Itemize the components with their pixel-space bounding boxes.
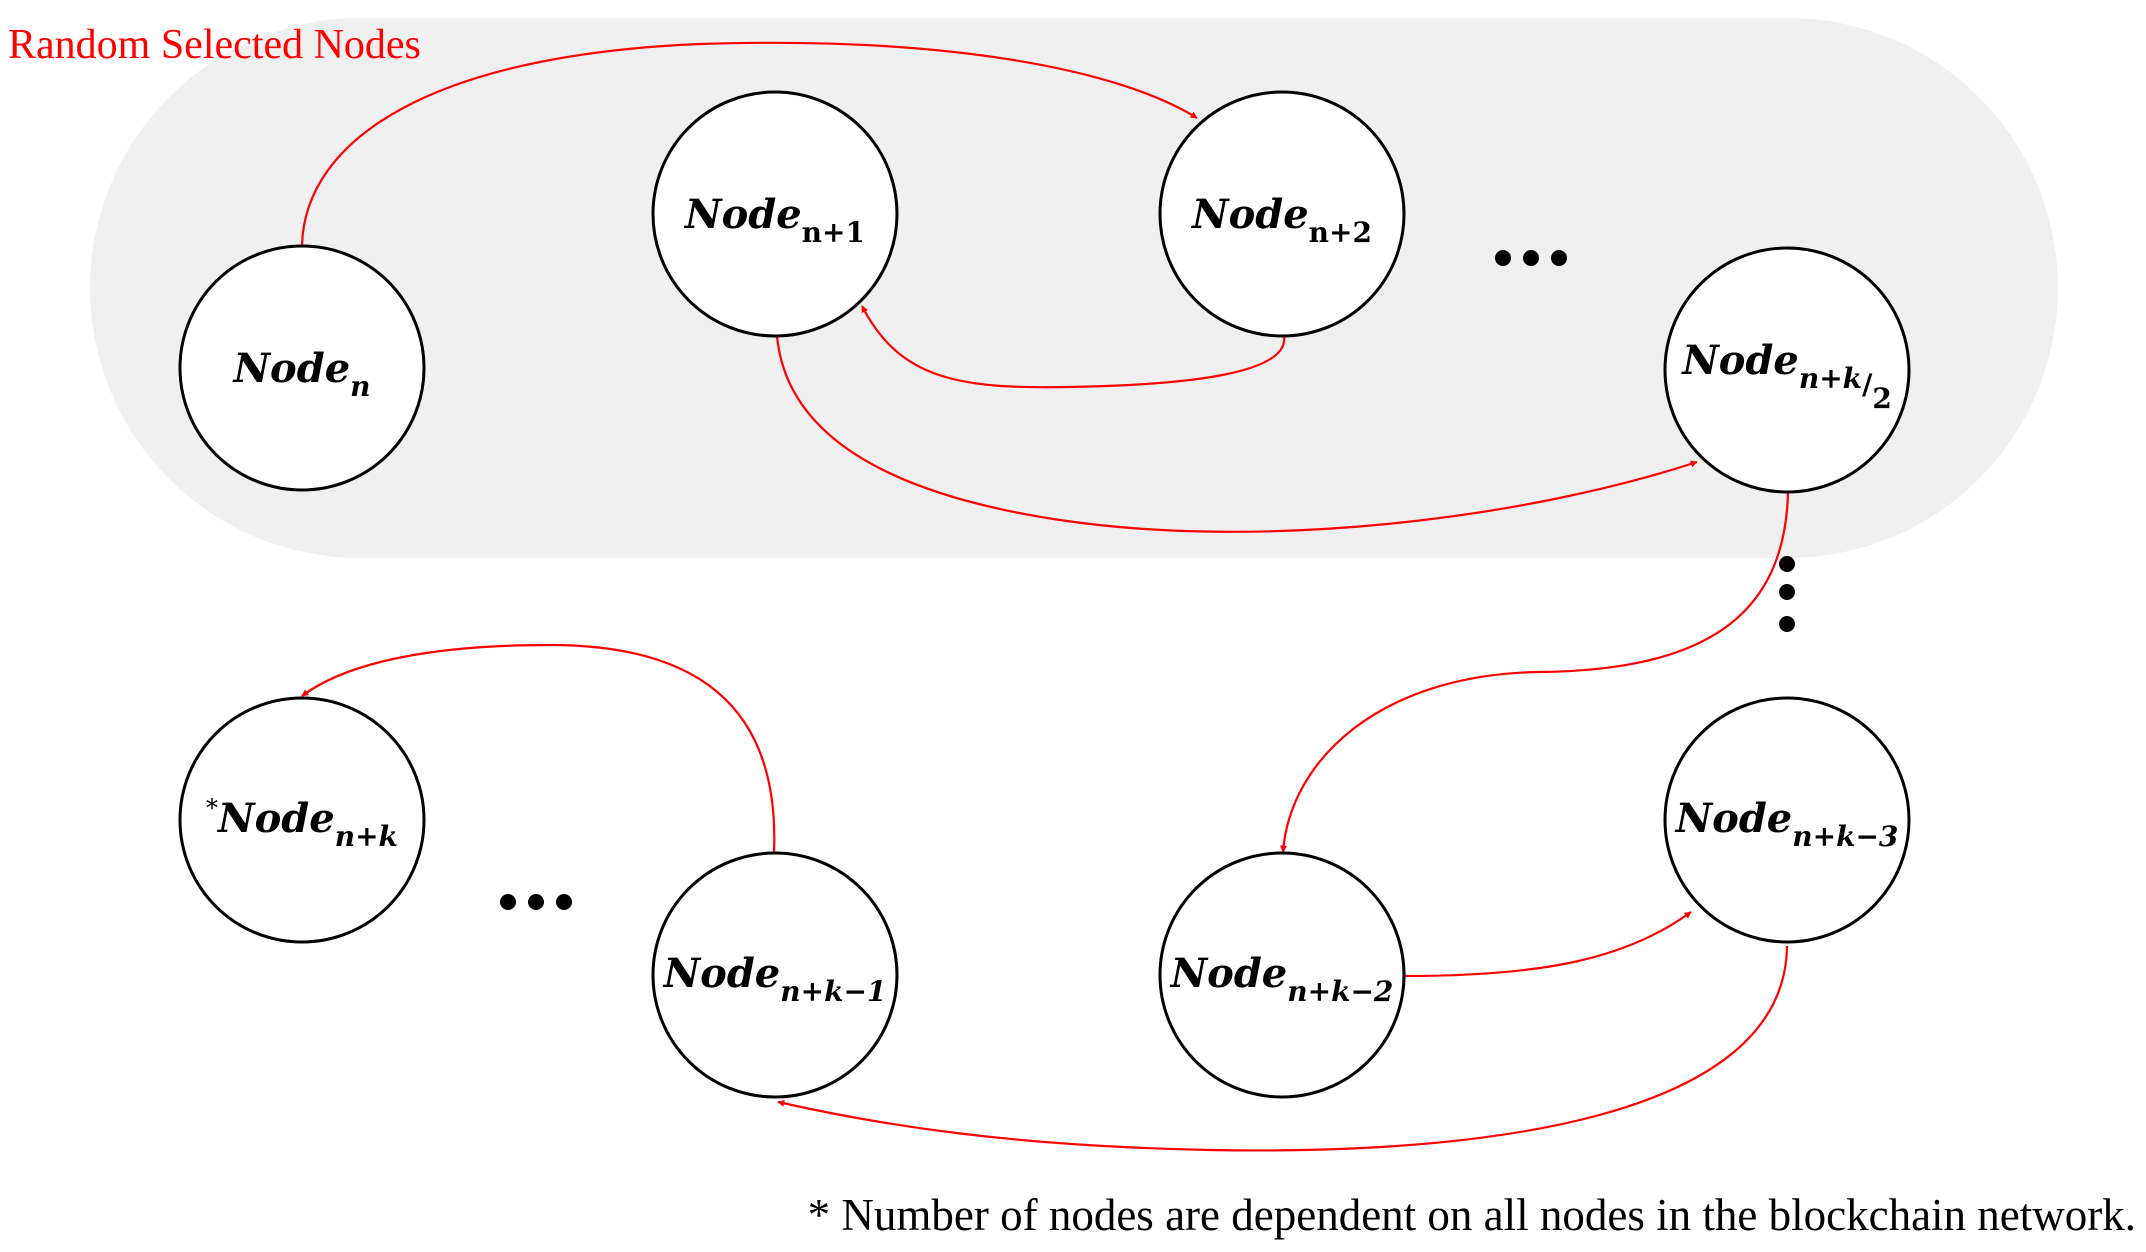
node-n-plus-k: *Noden+k [178,696,426,944]
edge-node-n1-to-nk2 [775,335,1698,533]
svg-text:Noden+k−2: Noden+k−2 [1169,950,1394,1008]
ellipsis-top-horizontal [1495,250,1567,266]
node-n-plus-k-minus-1: Noden+k−1 [651,851,899,1099]
node-n-plus-1: Noden+1 [651,90,899,338]
edge-node-nk3-to-nk1 [777,945,1789,1152]
edge-node-nkm2-to-nk3 [1404,911,1692,978]
edge-node-n2-to-n1 [861,305,1286,389]
footnote: * Number of nodes are dependent on all n… [808,1190,2136,1240]
svg-text:Noden+1: Noden+1 [683,191,865,249]
random-selected-region [90,18,2058,558]
node-n-plus-k-minus-3: Noden+k−3 [1663,696,1911,944]
svg-text:Noden+k−1: Noden+k−1 [662,950,887,1008]
svg-text:Noden+2: Noden+2 [1190,191,1372,249]
svg-text:Noden+k−3: Noden+k−3 [1674,795,1899,853]
svg-text:*Noden+k: *Noden+k [206,794,398,853]
edge-node-n-to-n2 [300,41,1198,246]
node-n-plus-k-half: Noden+k/2 [1663,246,1911,494]
edge-node-nk2-to-nkm2 [1279,491,1790,853]
region-label: Random Selected Nodes [8,22,421,68]
ellipsis-right-vertical [1779,556,1795,632]
svg-text:Noden+k/2: Noden+k/2 [1680,337,1892,415]
ellipsis-bottom-horizontal [500,894,572,910]
node-n: Noden [178,244,426,492]
svg-text:Noden: Noden [231,345,370,403]
node-n-plus-k-minus-2: Noden+k−2 [1158,851,1406,1099]
node-n-plus-2: Noden+2 [1158,90,1406,338]
edge-node-nk1-to-nk [301,643,776,853]
